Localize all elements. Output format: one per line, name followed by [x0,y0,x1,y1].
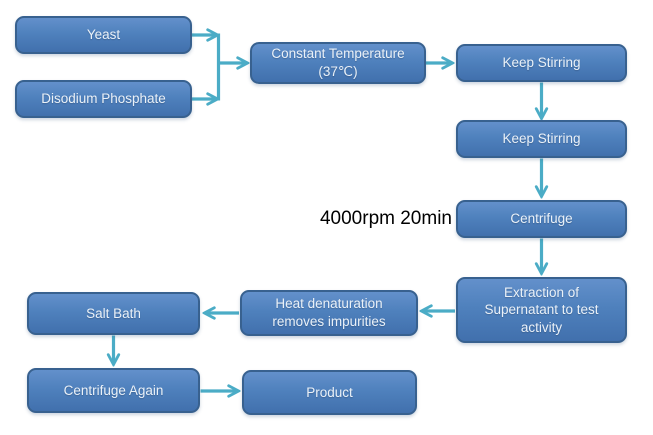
node-extraction-supernatant: Extraction of Supernatant to test activi… [456,277,627,343]
node-product: Product [242,370,417,415]
centrifuge-settings-label: 4000rpm 20min [319,208,452,229]
node-centrifuge-again: Centrifuge Again [27,368,200,413]
node-keep-stirring-1: Keep Stirring [456,44,627,82]
node-salt-bath: Salt Bath [27,292,200,335]
node-yeast: Yeast [15,16,192,54]
node-keep-stirring-2: Keep Stirring [456,120,627,158]
node-constant-temperature: Constant Temperature (37℃) [250,42,426,84]
node-centrifuge: Centrifuge [456,200,627,238]
node-disodium-phosphate: Disodium Phosphate [15,80,192,118]
node-heat-denaturation: Heat denaturation removes impurities [240,290,418,336]
